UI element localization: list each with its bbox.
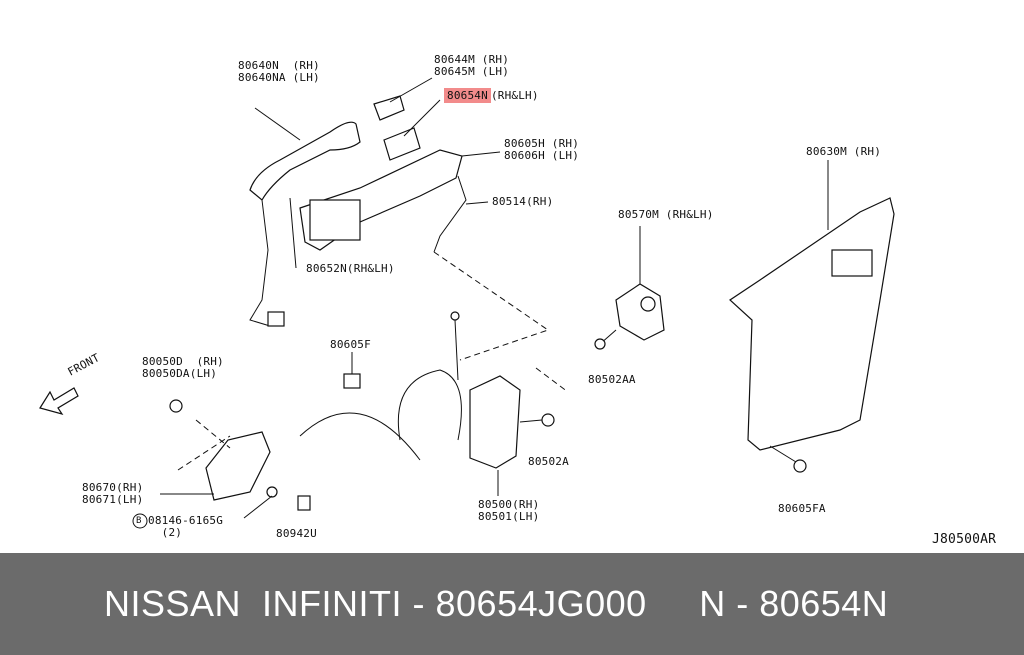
- rod-80514: [433, 175, 467, 253]
- label-80502aa: 80502AA: [588, 373, 636, 386]
- highlighted-part-code: 80654N: [444, 88, 491, 103]
- part-number-text: NISSAN INFINITI - 80654JG000 N - 80654N: [104, 583, 889, 624]
- front-arrow-icon: [39, 387, 79, 416]
- label-80502a: 80502A: [528, 455, 569, 468]
- panel-part: [729, 160, 895, 473]
- label-80654n-side: (RH&LH): [490, 89, 539, 102]
- label-80605f: 80605F: [330, 338, 371, 351]
- label-80500: 80500(RH) 80501(LH): [478, 498, 540, 523]
- label-80640n: 80640N (RH) 80640NA (LH): [238, 59, 320, 84]
- diagram-code: J80500AR: [932, 532, 997, 547]
- label-80514: 80514(RH): [492, 195, 554, 208]
- label-80654n: 80654N(RH&LH): [444, 88, 539, 103]
- door-lock-part: [299, 311, 555, 496]
- diagram-drawing: [39, 77, 895, 529]
- label-08146: 08146-6165G (2): [148, 514, 224, 539]
- escutcheon-part: [373, 77, 433, 121]
- gasket-part: [383, 99, 441, 161]
- bolt-symbol-icon: [132, 513, 148, 529]
- label-80605fa: 80605FA: [778, 502, 826, 515]
- parts-diagram: 80640N (RH) 80640NA (LH) 80644M (RH) 806…: [39, 53, 997, 547]
- part-number-banner: NISSAN INFINITI - 80654JG000 N - 80654N: [0, 553, 1024, 655]
- label-80652n: 80652N(RH&LH): [306, 262, 395, 275]
- label-80644m: 80644M (RH) 80645M (LH): [434, 53, 510, 78]
- label-80942u: 80942U: [276, 527, 317, 540]
- label-80670: 80670(RH) 80671(LH): [82, 481, 144, 506]
- inside-handle-part: [160, 399, 311, 519]
- label-80570m: 80570M (RH&LH): [618, 208, 714, 221]
- bolt-symbol-letter: B: [136, 516, 142, 526]
- clip-part: [343, 352, 361, 389]
- label-80605h: 80605H (RH) 80606H (LH): [504, 137, 580, 162]
- outside-handle-part: [249, 107, 361, 327]
- handle-bracket-part: [289, 149, 501, 269]
- striker-part: [594, 226, 665, 350]
- label-80630m: 80630M (RH): [806, 145, 882, 158]
- label-80050d: 80050D (RH) 80050DA(LH): [142, 355, 224, 380]
